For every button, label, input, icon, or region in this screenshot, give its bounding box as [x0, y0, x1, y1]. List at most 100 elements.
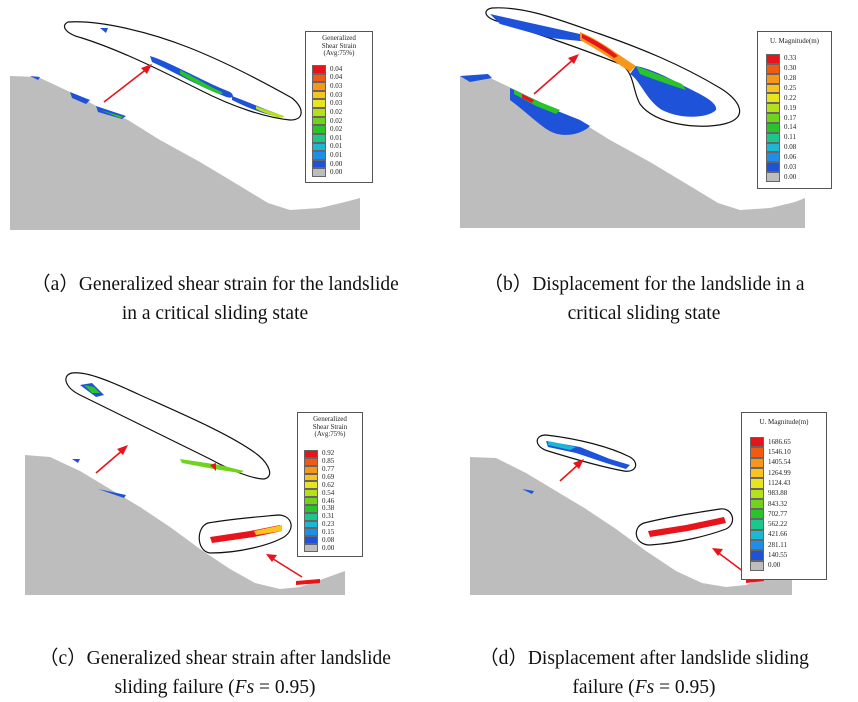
- legend-swatch: [312, 73, 326, 83]
- legend-swatch: [304, 465, 318, 474]
- caption-line-2: failure (Fs = 0.95): [572, 677, 716, 698]
- zoom-arrow-head-lower: [712, 548, 723, 556]
- legend-tick-label: 0.00: [768, 561, 781, 570]
- legend-title: Generalized Shear Strain (Avg:75%): [312, 415, 348, 438]
- legend-tick-label: 0.62: [322, 480, 335, 489]
- strain-zone-inset-green: [180, 70, 223, 94]
- zoom-arrow-shaft: [533, 57, 576, 95]
- legend-swatch: [750, 478, 764, 489]
- displacement-slope: [460, 74, 590, 135]
- legend-swatch: [766, 122, 780, 133]
- legend-swatch: [312, 116, 326, 126]
- zoom-outline-lower: [635, 508, 734, 546]
- legend-tick-label: 0.01: [330, 150, 343, 159]
- legend-tick-label: 0.00: [330, 168, 343, 177]
- legend-swatch: [304, 512, 318, 521]
- legend-swatch: [750, 498, 764, 510]
- zoom-arrow-shaft: [103, 67, 149, 103]
- legend-swatch: [766, 152, 780, 163]
- legend-tick-label: 0.00: [322, 543, 335, 552]
- panel-a-figure: [10, 21, 360, 230]
- legend-tick-label: 702.77: [768, 509, 788, 518]
- legend-swatch: [312, 168, 326, 177]
- legend-swatch: [766, 162, 780, 173]
- legend-tick-label: 0.30: [784, 64, 797, 73]
- zoom-arrow-head-lower: [266, 554, 277, 562]
- legend-tick-label: 0.17: [784, 113, 797, 122]
- legend-swatch: [312, 90, 326, 100]
- legend-tick-label: 0.01: [330, 133, 343, 142]
- zoom-outline-upper: [65, 372, 271, 480]
- legend-tick-label: 0.03: [784, 162, 797, 171]
- displacement-inset-upper-light: [548, 441, 576, 450]
- legend-swatch: [312, 159, 326, 169]
- legend-title: Generalized Shear Strain (Avg:75%): [321, 34, 357, 57]
- legend-swatch: [312, 151, 326, 160]
- legend-bar: [750, 437, 764, 571]
- strain-inset-mid-red: [210, 463, 216, 471]
- legend-swatch: [750, 488, 764, 499]
- legend-swatch: [312, 125, 326, 134]
- strain-slope-base: [296, 579, 320, 585]
- legend-tick-label: 1264.99: [768, 468, 791, 477]
- caption-line-1: （c）Generalized shear strain after landsl…: [39, 648, 391, 669]
- legend-tick-label: 0.85: [322, 457, 335, 466]
- caption-line-2: critical sliding state: [567, 303, 721, 324]
- legend-tick-label: 1405.54: [768, 458, 791, 467]
- legend-swatch: [750, 519, 764, 530]
- caption-b: （b）Displacement for the landslide in a c…: [430, 270, 858, 328]
- legend-tick-label: 0.08: [784, 143, 797, 152]
- legend-swatch: [304, 473, 318, 482]
- legend-swatch: [304, 457, 318, 466]
- zoom-arrow-head: [568, 54, 579, 64]
- caption-line-2: sliding failure (Fs = 0.95): [114, 677, 316, 698]
- slope-profile: [470, 457, 792, 595]
- legend-tick-label: 0.02: [330, 107, 343, 116]
- zoom-arrow-head: [141, 64, 152, 74]
- legend-swatch: [304, 504, 318, 513]
- legend-tick-label: 0.00: [784, 172, 797, 181]
- legend-tick-label: 0.02: [330, 125, 343, 134]
- legend-title: U. Magnitude(m): [759, 418, 809, 426]
- legend-bar: [312, 65, 326, 177]
- legend-bar: [304, 450, 318, 552]
- legend-tick-label: 0.54: [322, 488, 335, 497]
- legend-tick-label: 0.31: [322, 512, 335, 521]
- legend-swatch: [312, 142, 326, 152]
- strain-zone-slope-green: [100, 110, 124, 118]
- legend-tick-label: 0.03: [330, 82, 343, 91]
- legend-swatch: [750, 529, 764, 541]
- legend-swatch: [766, 142, 780, 153]
- legend-tick-label: 0.25: [784, 83, 797, 92]
- legend-tick-label: 0.08: [322, 535, 335, 544]
- legend-tick-label: 0.04: [330, 64, 343, 73]
- panel-a: Generalized Shear Strain (Avg:75%) 0.04 0…: [0, 0, 430, 330]
- displacement-inset-band-red: [582, 34, 618, 58]
- zoom-outline: [63, 21, 302, 121]
- legend-tick-label: 140.55: [768, 551, 788, 560]
- legend-tick-label: 421.66: [768, 530, 788, 539]
- legend-swatch: [750, 560, 764, 571]
- legend-bar: [766, 54, 780, 182]
- displacement-inset-lower: [648, 517, 726, 537]
- legend-tick-label: 1124.43: [768, 478, 791, 487]
- legend-swatch: [750, 437, 764, 448]
- caption-c: （c）Generalized shear strain after landsl…: [0, 644, 430, 702]
- legend-swatch: [766, 73, 780, 84]
- panel-c-figure: [25, 372, 345, 595]
- displacement-slope: [522, 489, 534, 494]
- legend-swatch: [766, 132, 780, 143]
- legend-swatch: [766, 93, 780, 104]
- legend-tick-label: 0.77: [322, 465, 335, 474]
- zoom-arrow-shaft-upper: [95, 448, 125, 474]
- caption-line-1: （a）Generalized shear strain for the land…: [31, 274, 399, 295]
- legend-swatch: [750, 550, 764, 561]
- caption-line-2: in a critical sliding state: [121, 303, 309, 324]
- legend-tick-label: 0.19: [784, 103, 797, 112]
- legend-tick-label: 1686.65: [768, 437, 791, 446]
- strain-zone-inset-left: [100, 28, 108, 33]
- strain-zone-slope: [30, 76, 126, 119]
